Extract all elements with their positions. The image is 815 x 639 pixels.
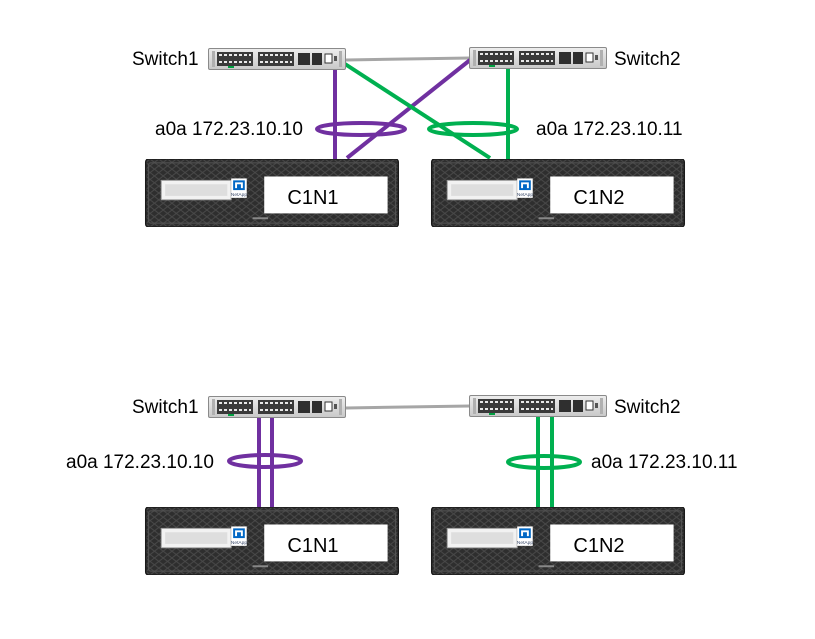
- controller-c1n1-icon: [144, 159, 400, 227]
- node-label-c1n1: C1N1: [287, 535, 338, 557]
- ifgrp-label-c1n1: a0a 172.23.10.10: [155, 119, 303, 140]
- diagram-cross-connected: Switch1 Switch2 a0a 172.23.10.10 a0a 172…: [132, 47, 686, 227]
- inter-switch-link: [345, 56, 471, 62]
- ifgrp-ring-c1n1: [227, 453, 303, 469]
- ifgrp-label-c1n1: a0a 172.23.10.10: [66, 452, 214, 473]
- inter-switch-link: [345, 404, 471, 410]
- diagram-direct: Switch1 Switch2 a0a 172.23.10.10 a0a 172…: [66, 395, 738, 575]
- switch2-icon: [469, 47, 607, 69]
- ifgrp-ring-c1n2: [427, 121, 519, 137]
- switch2-icon: [469, 395, 607, 417]
- ifgrp-label-c1n2: a0a 172.23.10.11: [536, 119, 683, 140]
- controller-c1n2-icon: [430, 507, 686, 575]
- switch2-label: Switch2: [614, 49, 681, 70]
- node-label-c1n1: C1N1: [287, 187, 338, 209]
- switch1-icon: [208, 48, 346, 70]
- node-label-c1n2: C1N2: [573, 535, 624, 557]
- switch1-label: Switch1: [132, 397, 199, 418]
- switch1-label: Switch1: [132, 49, 199, 70]
- switch2-label: Switch2: [614, 397, 681, 418]
- cable-c1n1-switch2: [345, 58, 472, 160]
- cable-c1n2-switch1: [343, 62, 492, 160]
- ifgrp-label-c1n2: a0a 172.23.10.11: [591, 452, 738, 473]
- ifgrp-ring-c1n1: [315, 121, 407, 137]
- switch1-icon: [208, 396, 346, 418]
- controller-c1n2-icon: [430, 159, 686, 227]
- ifgrp-ring-c1n2: [506, 454, 582, 470]
- controller-c1n1-icon: [144, 507, 400, 575]
- node-label-c1n2: C1N2: [573, 187, 624, 209]
